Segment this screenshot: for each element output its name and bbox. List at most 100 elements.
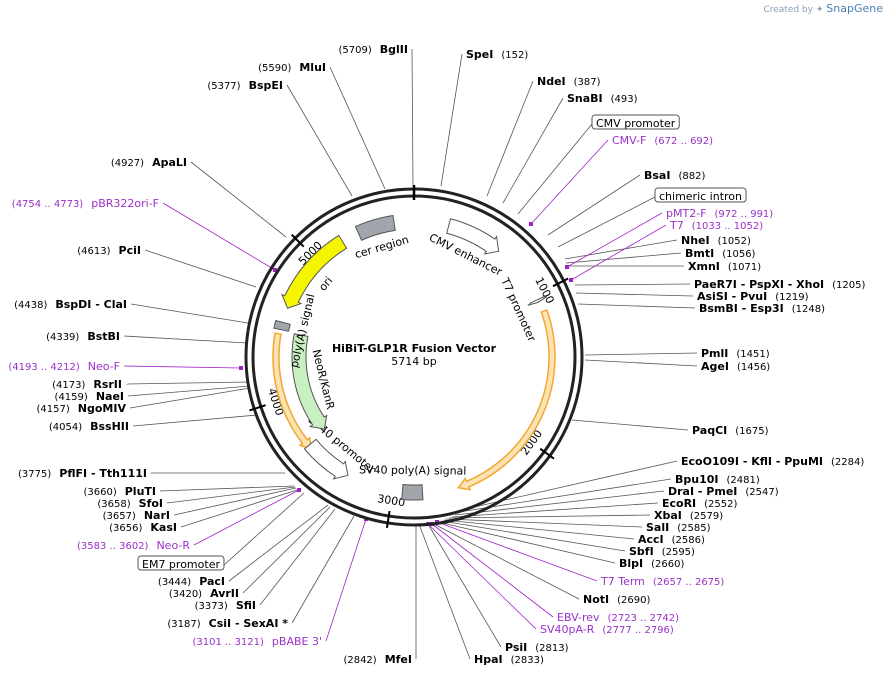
enzyme-pflfi-tth111i[interactable]: PflFI - Tth111I(3775) — [18, 467, 147, 480]
agei-leader — [584, 359, 698, 367]
site-position: (2690) — [617, 595, 650, 606]
site-position: (3187) — [167, 619, 200, 630]
feature-callout-em7-promoter[interactable]: EM7 promoter — [137, 555, 225, 571]
site-position: (3656) — [109, 523, 142, 534]
enzyme-paqci[interactable]: PaqCI(1675) — [692, 424, 769, 437]
pmt2-f-leader — [566, 212, 663, 268]
enzyme-rsrii[interactable]: RsrII(4173) — [52, 378, 122, 391]
ori-label: ori — [316, 274, 335, 293]
enzyme-bspei[interactable]: BspEI(5377) — [207, 79, 283, 92]
primer-sv40pa-r[interactable]: SV40pA-R(2777 .. 2796) — [540, 623, 674, 636]
enzyme-xmni[interactable]: XmnI(1071) — [688, 260, 761, 273]
site-position: (5377) — [207, 81, 240, 92]
enzyme-naei[interactable]: NaeI(4159) — [55, 390, 124, 403]
enzyme-bsmbi-esp3i[interactable]: BsmBI - Esp3I(1248) — [699, 302, 825, 315]
callout-label: CMV promoter — [596, 117, 676, 130]
enzyme-xbai[interactable]: XbaI(2579) — [654, 509, 723, 522]
pmli-leader — [584, 352, 698, 356]
enzyme-avrii[interactable]: AvrII(3420) — [169, 587, 239, 600]
site-name: SalI — [646, 521, 669, 534]
ndei-leader — [486, 80, 534, 197]
primer-neo-r[interactable]: Neo-R(3583 .. 3602) — [77, 539, 190, 552]
enzyme-bpu10i[interactable]: Bpu10I(2481) — [675, 473, 760, 486]
ori — [281, 234, 348, 309]
enzyme-paci[interactable]: PacI(3444) — [158, 575, 225, 588]
t7-primer-mark — [569, 278, 573, 282]
tick-1000 — [552, 277, 569, 288]
primer-cmv-f[interactable]: CMV-F(672 .. 692) — [612, 134, 713, 147]
enzyme-kasi[interactable]: KasI (3656) — [109, 521, 177, 534]
enzyme-sali[interactable]: SalI(2585) — [646, 521, 711, 534]
primer-ebv-rev[interactable]: EBV-rev(2723 .. 2742) — [557, 611, 679, 624]
enzyme-drai-pmei[interactable]: DraI - PmeI(2547) — [668, 485, 779, 498]
enzyme-pcii[interactable]: PciI(4613) — [77, 244, 141, 257]
enzyme-ndei[interactable]: NdeI(387) — [537, 75, 601, 88]
site-position: (3420) — [169, 589, 202, 600]
enzyme-csii-sexai[interactable]: CsiI - SexAI *(3187) — [167, 617, 288, 630]
callout-leader — [517, 123, 593, 215]
primer-neo-f[interactable]: Neo-F(4193 .. 4212) — [8, 360, 120, 373]
enzyme-bsshii[interactable]: BssHII(4054) — [49, 420, 129, 433]
site-name: SfoI — [139, 497, 163, 510]
site-name: NheI — [681, 234, 710, 247]
enzyme-ngomiv[interactable]: NgoMIV(4157) — [37, 402, 127, 415]
site-name: PsiI — [505, 641, 527, 654]
enzyme-paer7i-pspxi-xhoi[interactable]: PaeR7I - PspXI - XhoI(1205) — [694, 278, 866, 291]
enzyme-acci[interactable]: AccI(2586) — [638, 533, 705, 546]
sv40-promoter — [303, 438, 349, 480]
enzyme-apali[interactable]: ApaLI(4927) — [111, 156, 187, 169]
primer-t7[interactable]: T7(1033 .. 1052) — [669, 219, 763, 232]
site-name: BsaI — [644, 169, 670, 182]
feature-callout-chimeric-intron[interactable]: chimeric intron — [654, 187, 747, 203]
enzyme-nhei[interactable]: NheI(1052) — [681, 234, 751, 247]
site-name: SpeI — [466, 48, 493, 61]
enzyme-mlui[interactable]: MluI(5590) — [258, 61, 326, 74]
site-position: (2842) — [343, 655, 376, 666]
blpi-leader — [437, 521, 616, 564]
enzyme-pluti[interactable]: PluTI(3660) — [83, 485, 156, 498]
xbai-leader — [448, 514, 651, 519]
enzyme-sfii[interactable]: SfiI(3373) — [195, 599, 256, 612]
site-position: (1248) — [792, 304, 825, 315]
primer-pbr322ori-f[interactable]: pBR322ori-F(4754 .. 4773) — [12, 197, 159, 210]
enzyme-snabi[interactable]: SnaBI(493) — [567, 92, 638, 105]
feature-callout-cmv-promoter[interactable]: CMV promoter — [591, 114, 680, 130]
site-position: (1675) — [735, 426, 768, 437]
site-name: pBABE 3' — [272, 635, 322, 648]
enzyme-nari[interactable]: NarI(3657) — [103, 509, 170, 522]
enzyme-blpi[interactable]: BlpI(2660) — [619, 557, 684, 570]
callout-box — [654, 187, 747, 203]
t7-promoter-label: T7 promoter — [498, 275, 539, 344]
enzyme-bglii[interactable]: BglII(5709) — [339, 43, 408, 56]
site-position: (4339) — [46, 332, 79, 343]
site-name: BspDI - ClaI — [55, 298, 127, 311]
callout-box — [137, 555, 225, 571]
enzyme-bstbi[interactable]: BstBI(4339) — [46, 330, 120, 343]
enzyme-sfoi[interactable]: SfoI(3658) — [97, 497, 163, 510]
primer-t7-term[interactable]: T7 Term(2657 .. 2675) — [600, 575, 724, 588]
enzyme-psii[interactable]: PsiI(2813) — [505, 641, 569, 654]
cmv-f-leader — [530, 139, 609, 225]
enzyme-bmti[interactable]: BmtI(1056) — [685, 247, 756, 260]
enzyme-ecoo109i-kfli-ppumi[interactable]: EcoO109I - KflI - PpuMI(2284) — [681, 455, 864, 468]
enzyme-spei[interactable]: SpeI(152) — [466, 48, 528, 61]
primer-pmt2-f[interactable]: pMT2-F(972 .. 991) — [666, 207, 773, 220]
site-name: PluTI — [125, 485, 156, 498]
enzyme-pmli[interactable]: PmlI(1451) — [701, 347, 770, 360]
enzyme-asisi-pvui[interactable]: AsiSI - PvuI(1219) — [697, 290, 809, 303]
primer-pbabe-3[interactable]: pBABE 3'(3101 .. 3121) — [193, 635, 323, 648]
enzyme-sbfi[interactable]: SbfI(2595) — [629, 545, 695, 558]
enzyme-noti[interactable]: NotI (2690) — [583, 593, 650, 606]
site-name: KasI — [150, 521, 177, 534]
enzyme-bsai[interactable]: BsaI(882) — [644, 169, 705, 182]
enzyme-hpai[interactable]: HpaI(2833) — [474, 653, 544, 666]
enzyme-agei[interactable]: AgeI(1456) — [701, 360, 770, 373]
enzyme-ecori[interactable]: EcoRI(2552) — [662, 497, 738, 510]
site-name: NotI — [583, 593, 609, 606]
enzyme-bspdi-clai[interactable]: BspDI - ClaI(4438) — [14, 298, 127, 311]
bspei-leader — [286, 84, 353, 197]
enzyme-mfei[interactable]: MfeI(2842) — [343, 653, 412, 666]
site-name: SbfI — [629, 545, 654, 558]
tick-3000 — [385, 510, 391, 529]
nari-leader — [173, 487, 297, 516]
